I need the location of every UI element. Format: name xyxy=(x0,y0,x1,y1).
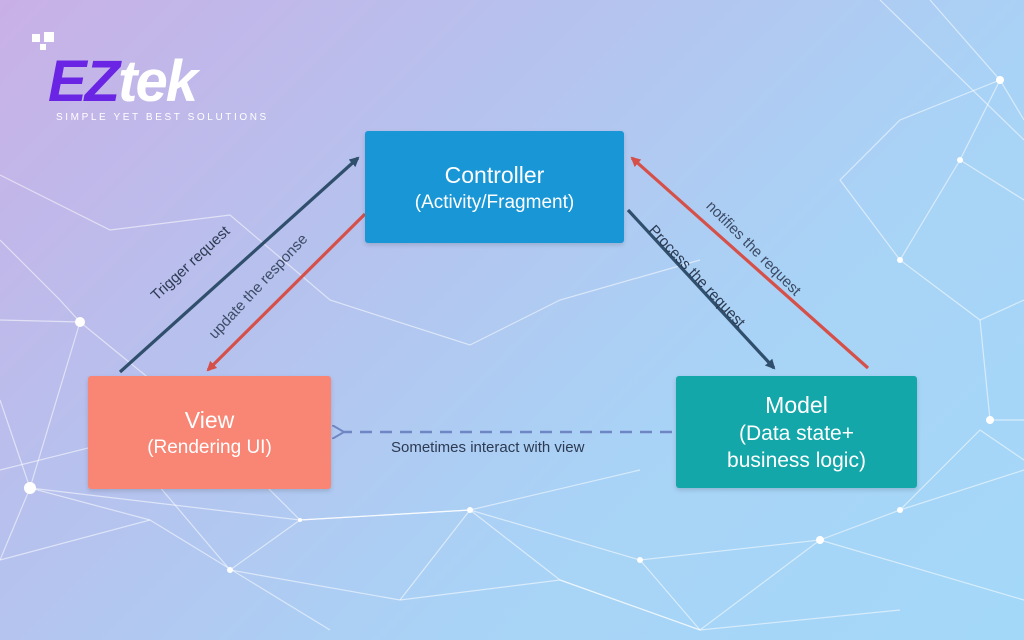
model-subtitle-line1: (Data state+ xyxy=(739,422,854,445)
arrow-process-request xyxy=(626,208,776,370)
logo-pixel-decoration xyxy=(32,34,40,42)
model-title: Model xyxy=(765,392,828,418)
logo-ez: EZ xyxy=(48,49,120,114)
view-title: View xyxy=(184,407,235,433)
edge-label-sometimes: Sometimes interact with view xyxy=(391,439,585,456)
model-box: Model (Data state+ business logic) xyxy=(676,376,917,488)
logo-wordmark: EZtek xyxy=(48,49,198,114)
logo-pixel-decoration xyxy=(44,32,54,42)
arrow-update-response xyxy=(206,212,367,372)
logo-tagline: SIMPLE YET BEST SOLUTIONS xyxy=(56,112,269,123)
arrow-notifies-request xyxy=(630,156,870,370)
logo-tek: tek xyxy=(118,49,198,114)
controller-title: Controller xyxy=(444,161,545,188)
controller-box: Controller (Activity/Fragment) xyxy=(365,131,624,243)
view-box: View (Rendering UI) xyxy=(88,376,331,489)
logo-pixel-decoration xyxy=(40,44,46,50)
model-subtitle-line2: business logic) xyxy=(727,449,866,472)
view-subtitle: (Rendering UI) xyxy=(147,437,272,458)
brand-logo: EZtek SIMPLE YET BEST SOLUTIONS xyxy=(28,30,308,125)
arrow-trigger-request xyxy=(118,156,360,374)
controller-subtitle: (Activity/Fragment) xyxy=(414,191,575,213)
